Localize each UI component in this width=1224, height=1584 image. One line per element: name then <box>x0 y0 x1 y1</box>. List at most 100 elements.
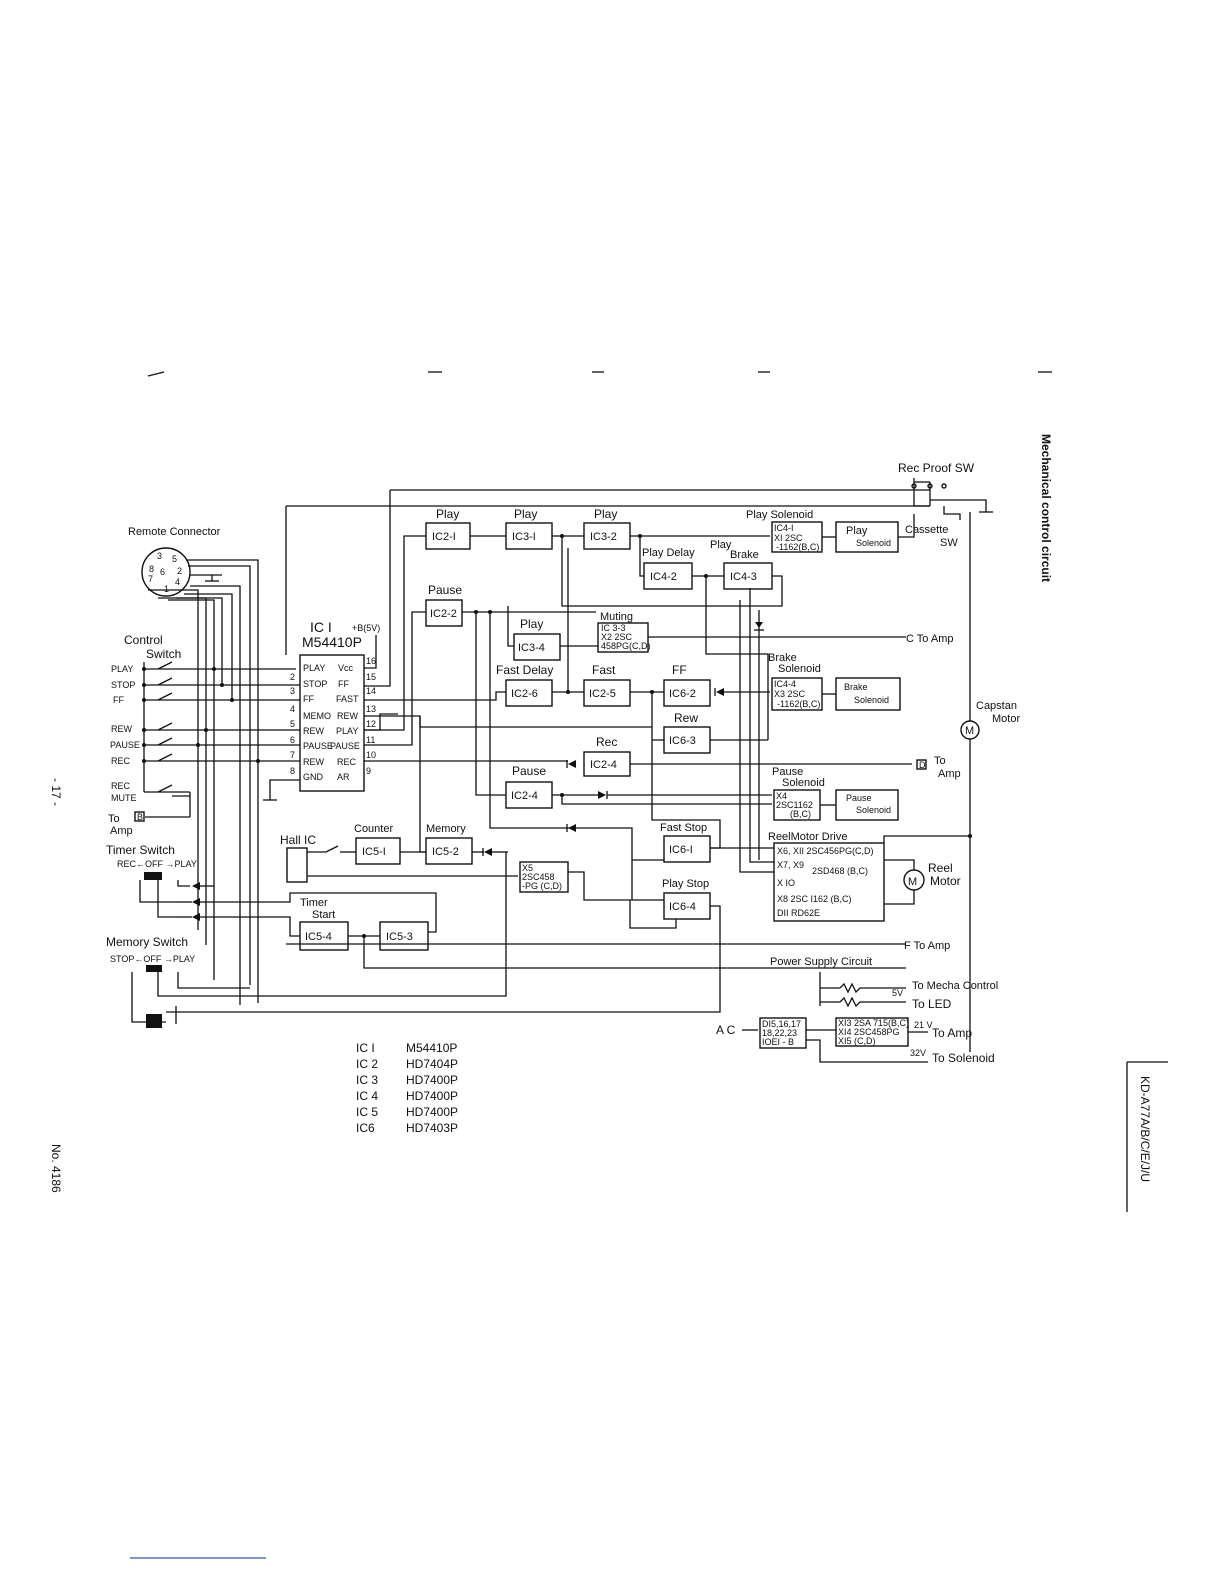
control-switch-label-2: Switch <box>146 647 181 661</box>
to-amp-f-label: F To Amp <box>904 940 950 952</box>
muting-x-1: IC 3-3 <box>601 623 626 633</box>
ic6-3-label: IC6-3 <box>669 735 696 747</box>
ic4-2-label: IC4-2 <box>650 571 677 583</box>
wire <box>186 559 259 1003</box>
remote-connector-label: Remote Connector <box>128 526 221 538</box>
play-delay-label: Play Delay <box>642 547 695 559</box>
svg-text:10: 10 <box>366 750 376 760</box>
ic1-pin-pause-out: PAUSE <box>330 741 360 751</box>
ac-label: A C <box>716 1023 736 1037</box>
ic-list-ic: IC6 <box>356 1121 375 1135</box>
wire <box>190 585 241 1005</box>
ic1-supply: +B(5V) <box>352 623 380 633</box>
ic5-3-block <box>379 921 429 951</box>
connector-pin-7: 7 <box>148 574 153 584</box>
brake-solenoid-label-1: Brake <box>768 652 797 664</box>
to-amp-b-marker <box>134 811 145 822</box>
connector-pin-4: 4 <box>175 577 180 587</box>
diode-icon <box>598 791 606 799</box>
doc-number: No. 4186 <box>49 1144 63 1193</box>
resistor-icon <box>839 982 906 994</box>
fast-delay-label: Fast Delay <box>496 663 553 677</box>
svg-text:2: 2 <box>290 672 295 682</box>
wire <box>705 576 769 740</box>
wire <box>364 691 506 701</box>
brake-box-1: Brake <box>844 682 868 692</box>
switch-pause-label: PAUSE <box>110 740 140 750</box>
wire <box>364 713 398 731</box>
wire <box>884 890 915 905</box>
svg-text:9: 9 <box>366 766 371 776</box>
wire <box>363 936 906 969</box>
switch-play-label: PLAY <box>111 664 133 674</box>
ic1-pin-play: PLAY <box>303 663 325 673</box>
timer-switch-label: Timer Switch <box>106 843 175 857</box>
ic3-1-label: IC3-I <box>512 531 536 543</box>
to-amp-21-label: To Amp <box>932 1026 972 1040</box>
to-mecha-label: To Mecha Control <box>912 980 998 992</box>
wire <box>898 514 915 538</box>
wire <box>148 589 199 930</box>
play-sol-x-3: -1162(B,C) <box>776 542 819 552</box>
to-amp-c-label: C To Amp <box>906 633 954 645</box>
diode-icon <box>568 824 576 832</box>
to-amp-left-label-2: Amp <box>110 825 133 837</box>
muting-block <box>597 622 649 653</box>
ic2-5-block <box>583 679 631 707</box>
wire <box>269 779 300 800</box>
brake-solenoid-driver <box>771 677 823 711</box>
wire <box>200 916 300 937</box>
connector-pin-1: 1 <box>164 584 169 594</box>
svg-text:15: 15 <box>366 672 376 682</box>
page-number: - 17 - <box>49 778 63 806</box>
hall-switch-icon <box>325 845 339 853</box>
wire <box>561 795 772 805</box>
wire <box>489 612 574 829</box>
control-switch-contacts <box>142 661 300 797</box>
svg-text:3: 3 <box>290 686 295 696</box>
play-sol-x-1: IC4-I <box>774 523 794 533</box>
wire <box>651 727 664 741</box>
reel-row-4: X IO <box>777 878 795 888</box>
svg-text:13: 13 <box>366 704 376 714</box>
pause-box-1: Pause <box>846 793 872 803</box>
ps-x-1: XI3 2SA 715(B,C) <box>838 1018 909 1028</box>
ic1-right-pins: Vcc FF FAST REW PLAY PAUSE REC AR <box>330 663 360 782</box>
ic1-pin-ff-out: FF <box>338 679 349 689</box>
x5-label-1: X5 <box>522 863 533 873</box>
svg-text:6: 6 <box>290 735 295 745</box>
ic2-5-label: IC2-5 <box>589 688 616 700</box>
fast-stop-label: Fast Stop <box>660 822 707 834</box>
wire <box>749 588 774 863</box>
reel-motor-symbol: M <box>908 876 917 888</box>
svg-text:8: 8 <box>290 766 295 776</box>
reel-row-1: X6, XII 2SC456PG(C,D) <box>777 846 874 856</box>
reel-motor-label-2: Motor <box>930 874 961 888</box>
brake-x-1: IC4-4 <box>774 679 796 689</box>
timer-switch-slider[interactable] <box>144 872 162 880</box>
wire <box>629 900 677 929</box>
ic-list-ic: IC 3 <box>356 1073 378 1087</box>
rec-proof-switch-icon <box>911 478 947 507</box>
wire <box>883 835 970 843</box>
ic1-pin-rew-out: REW <box>337 711 359 721</box>
diode-icon <box>716 688 724 696</box>
ic5-1-block <box>355 837 401 865</box>
timer-start-label-1: Timer <box>300 897 328 909</box>
switch-recmute-label-2: MUTE <box>111 793 137 803</box>
ic-list-ic: IC I <box>356 1041 375 1055</box>
ic1-pin-rec: REC <box>337 757 357 767</box>
pause-x-1: X4 <box>776 791 787 801</box>
memory-switch-slider[interactable] <box>146 965 162 972</box>
wire <box>176 597 223 684</box>
ic4-3-label: IC4-3 <box>730 571 757 583</box>
hall-ic-label: Hall IC <box>280 833 316 847</box>
ic3-2-label: IC3-2 <box>590 531 617 543</box>
hall-ic-block <box>286 847 308 883</box>
diode-icon <box>192 882 200 890</box>
play-label-c: Play <box>594 507 617 521</box>
svg-text:5: 5 <box>290 719 295 729</box>
wire <box>568 871 664 901</box>
ic6-3-block <box>663 726 711 754</box>
ic4-2-block <box>643 562 693 590</box>
